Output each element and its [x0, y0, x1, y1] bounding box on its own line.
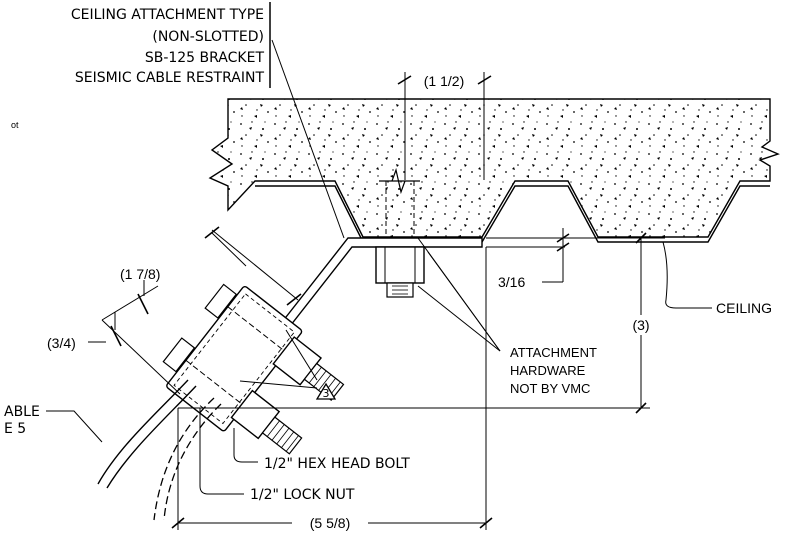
note-marker-label: 3: [323, 387, 330, 400]
cable-label-line-2: E 5: [4, 421, 26, 437]
attachment-label-line-1: ATTACHMENT: [510, 345, 597, 360]
lock-nut-label: 1/2" LOCK NUT: [250, 487, 355, 503]
title-leader-line: [271, 39, 345, 239]
dimension-edge-offset: (3/4): [47, 280, 181, 395]
anchor-break-symbol: [379, 167, 420, 240]
dimension-edge-offset-label: (3/4): [47, 335, 76, 351]
dimension-bottom-length: (5 5/8): [171, 512, 493, 532]
dimension-bracket-length-label: (1 7/8): [120, 266, 160, 282]
dimension-top-width: (1 1/2): [397, 72, 492, 180]
metal-deck: [255, 185, 770, 243]
title-line-1: CEILING ATTACHMENT TYPE: [71, 7, 264, 23]
cable-callout: ABLE E 5: [4, 404, 103, 443]
left-edge-fragment-text: ot: [11, 120, 19, 130]
dimension-height-label: (3): [632, 317, 649, 333]
note-triangle: [315, 382, 337, 400]
note-marker-3: 3: [239, 329, 337, 400]
hex-head-bolt-label: 1/2" HEX HEAD BOLT: [264, 456, 410, 472]
clamp-body: [166, 285, 303, 432]
seismic-cable: [97, 379, 222, 521]
dimension-height: (3): [626, 232, 656, 414]
cable-label-line-1: ABLE: [4, 404, 40, 420]
concrete-slab: [208, 98, 780, 243]
lock-nut-callout: 1/2" LOCK NUT: [199, 408, 355, 503]
attachment-hardware-callout: ATTACHMENT HARDWARE NOT BY VMC: [417, 237, 597, 396]
cable-clamp-assembly: [162, 283, 345, 455]
attachment-hardware: [375, 246, 425, 298]
ceiling-callout: CEILING: [662, 241, 772, 316]
ceiling-label: CEILING: [716, 300, 772, 316]
dimension-gap-label: 3/16: [498, 274, 525, 290]
title-block: CEILING ATTACHMENT TYPE (NON-SLOTTED) SB…: [71, 2, 271, 88]
dimension-top-width-label: (1 1/2): [424, 73, 464, 89]
concrete-fill: [208, 98, 780, 238]
title-line-3: SB-125 BRACKET: [145, 50, 265, 66]
attachment-label-line-2: HARDWARE: [510, 363, 586, 378]
dimension-bottom-length-label: (5 5/8): [310, 515, 350, 531]
dimension-gap: 3/16: [498, 228, 570, 290]
title-line-2: (NON-SLOTTED): [152, 29, 264, 45]
hex-head-bolt-callout: 1/2" HEX HEAD BOLT: [233, 428, 410, 472]
dimension-bracket-length: (1 7/8): [120, 226, 302, 306]
attachment-label-line-3: NOT BY VMC: [510, 381, 590, 396]
attachment-nut: [375, 246, 425, 284]
title-line-4: SEISMIC CABLE RESTRAINT: [75, 70, 265, 86]
extension-lines: [177, 237, 665, 530]
